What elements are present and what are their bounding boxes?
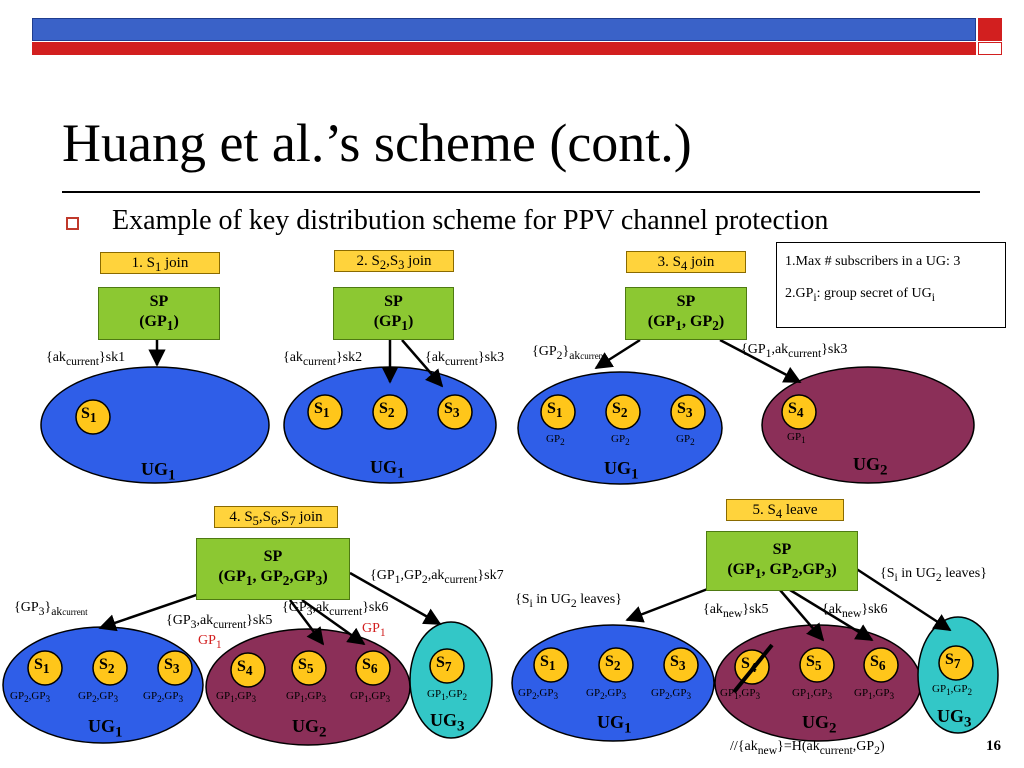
sp-box-4: SP(GP1, GP2,GP3) <box>196 538 350 600</box>
gp-label: GP1,GP3 <box>720 687 761 702</box>
step-3-label: 3. S4 join <box>626 251 746 273</box>
slide-subtitle: Example of key distribution scheme for P… <box>112 205 829 236</box>
ug-caption: UG1 <box>604 458 639 483</box>
sub-label: S5 <box>298 656 314 677</box>
gp-label: GP1,GP3 <box>286 690 327 705</box>
ug-caption: UG1 <box>88 716 123 741</box>
ug-caption: UG2 <box>853 454 888 479</box>
edge-label-p3b: {GP1,akcurrent}sk3 <box>741 342 848 360</box>
sub-label: S1 <box>314 400 330 421</box>
gp-label: GP2 <box>546 433 565 448</box>
sub-label: S7 <box>436 654 452 675</box>
ug-caption: UG3 <box>430 710 465 735</box>
top-red-bar <box>32 42 976 55</box>
notes-box: 1.Max # subscribers in a UG: 3 2.GPi: gr… <box>776 242 1006 328</box>
corner-outline-square <box>978 42 1002 55</box>
ug-caption: UG1 <box>597 712 632 737</box>
gp-label: GP2,GP3 <box>78 690 119 705</box>
corner-red-square <box>978 18 1002 41</box>
sub-label: S1 <box>540 653 556 674</box>
sub-label: S6 <box>362 656 378 677</box>
edge-label-p2a: {akcurrent}sk2 <box>283 350 363 368</box>
ug-caption: UG2 <box>292 716 327 741</box>
gp-label: GP1,GP3 <box>350 690 391 705</box>
sub-label: S7 <box>945 651 961 672</box>
top-blue-bar <box>32 18 976 41</box>
sub-label: S3 <box>164 656 180 677</box>
sub-label: S5 <box>806 653 822 674</box>
top-decoration-bar <box>32 18 976 55</box>
edge-label-p4b: {GP3,akcurrent}sk5 <box>166 613 273 631</box>
slide-title: Huang et al.’s scheme (cont.) <box>62 113 692 173</box>
sub-label: S2 <box>379 400 395 421</box>
sub-label: S4 <box>788 400 804 421</box>
gp-label: GP1,GP3 <box>216 690 257 705</box>
sub-label: S2 <box>605 653 621 674</box>
sub-label: S4 <box>237 658 253 679</box>
gp-label: GP1,GP2 <box>932 683 973 698</box>
page-number: 16 <box>986 738 1001 754</box>
sp-box-3: SP(GP1, GP2) <box>625 287 747 340</box>
step-4-label: 4. S5,S6,S7 join <box>214 506 338 528</box>
gp-label: GP2,GP3 <box>586 687 627 702</box>
sub-label: S2 <box>612 400 628 421</box>
edge-label-p5c: {aknew}sk5 <box>703 602 769 620</box>
sub-label: S1 <box>34 656 50 677</box>
sub-label: S3 <box>670 653 686 674</box>
gp-label: GP1 <box>787 431 806 446</box>
step-1-label: 1. S1 join <box>100 252 220 274</box>
step-5-label: 5. S4 leave <box>726 499 844 521</box>
gp-label: GP1,GP2 <box>427 688 468 703</box>
ug-caption: UG1 <box>370 457 405 482</box>
edge-label-p5a: {Si in UG2 leaves} <box>515 592 622 610</box>
gp-label: GP2,GP3 <box>10 690 51 705</box>
edge-label-p4r2: GP1 <box>362 621 386 639</box>
edge-label-p1: {akcurrent}sk1 <box>46 350 126 368</box>
sub-label: S1 <box>81 405 97 426</box>
ug-caption: UG1 <box>141 459 176 484</box>
ug-caption: UG3 <box>937 706 972 731</box>
edge-label-p4c: {GP3,akcurrent}sk6 <box>282 600 389 618</box>
sub-label: S3 <box>444 400 460 421</box>
sub-label: S1 <box>547 400 563 421</box>
sp-box-2: SP(GP1) <box>333 287 454 340</box>
gp-label: GP1,GP3 <box>854 687 895 702</box>
gp-label: GP1,GP3 <box>792 687 833 702</box>
sp-box-1: SP(GP1) <box>98 287 220 340</box>
gp-label: GP2,GP3 <box>651 687 692 702</box>
note-max-subscribers: 1.Max # subscribers in a UG: 3 <box>785 254 961 269</box>
edge-label-p2b: {akcurrent}sk3 <box>425 350 505 368</box>
step-2-label: 2. S2,S3 join <box>334 250 454 272</box>
edge-label-p4d: {GP1,GP2,akcurrent}sk7 <box>370 568 504 586</box>
gp-label: GP2 <box>676 433 695 448</box>
footnote: //{aknew}=H(akcurrent,GP2) <box>730 739 885 757</box>
sub-label: S3 <box>677 400 693 421</box>
edge-label-p5d: {aknew}sk6 <box>822 602 888 620</box>
sub-label: S6 <box>870 653 886 674</box>
ug2-panel3 <box>761 366 975 484</box>
sub-label: S2 <box>99 656 115 677</box>
edge-label-p4a: {GP3}akcurrent <box>14 600 88 618</box>
ug-caption: UG2 <box>802 712 837 737</box>
note-group-secret: 2.GPi: group secret of UGi <box>785 286 935 304</box>
edge-label-p5b: {Si in UG2 leaves} <box>880 566 987 584</box>
ug1-panel1 <box>40 366 270 484</box>
title-rule <box>62 191 980 193</box>
bullet-square-icon <box>66 217 79 230</box>
edge-label-p4r1: GP1 <box>198 633 222 651</box>
sp-box-5: SP(GP1, GP2,GP3) <box>706 531 858 591</box>
gp-label: GP2 <box>611 433 630 448</box>
gp-label: GP2,GP3 <box>518 687 559 702</box>
s4-leave-strike <box>732 643 774 694</box>
gp-label: GP2,GP3 <box>143 690 184 705</box>
sub-label: S4 <box>741 655 757 676</box>
edge-label-p3a: {GP2}akcurrent <box>532 344 606 362</box>
